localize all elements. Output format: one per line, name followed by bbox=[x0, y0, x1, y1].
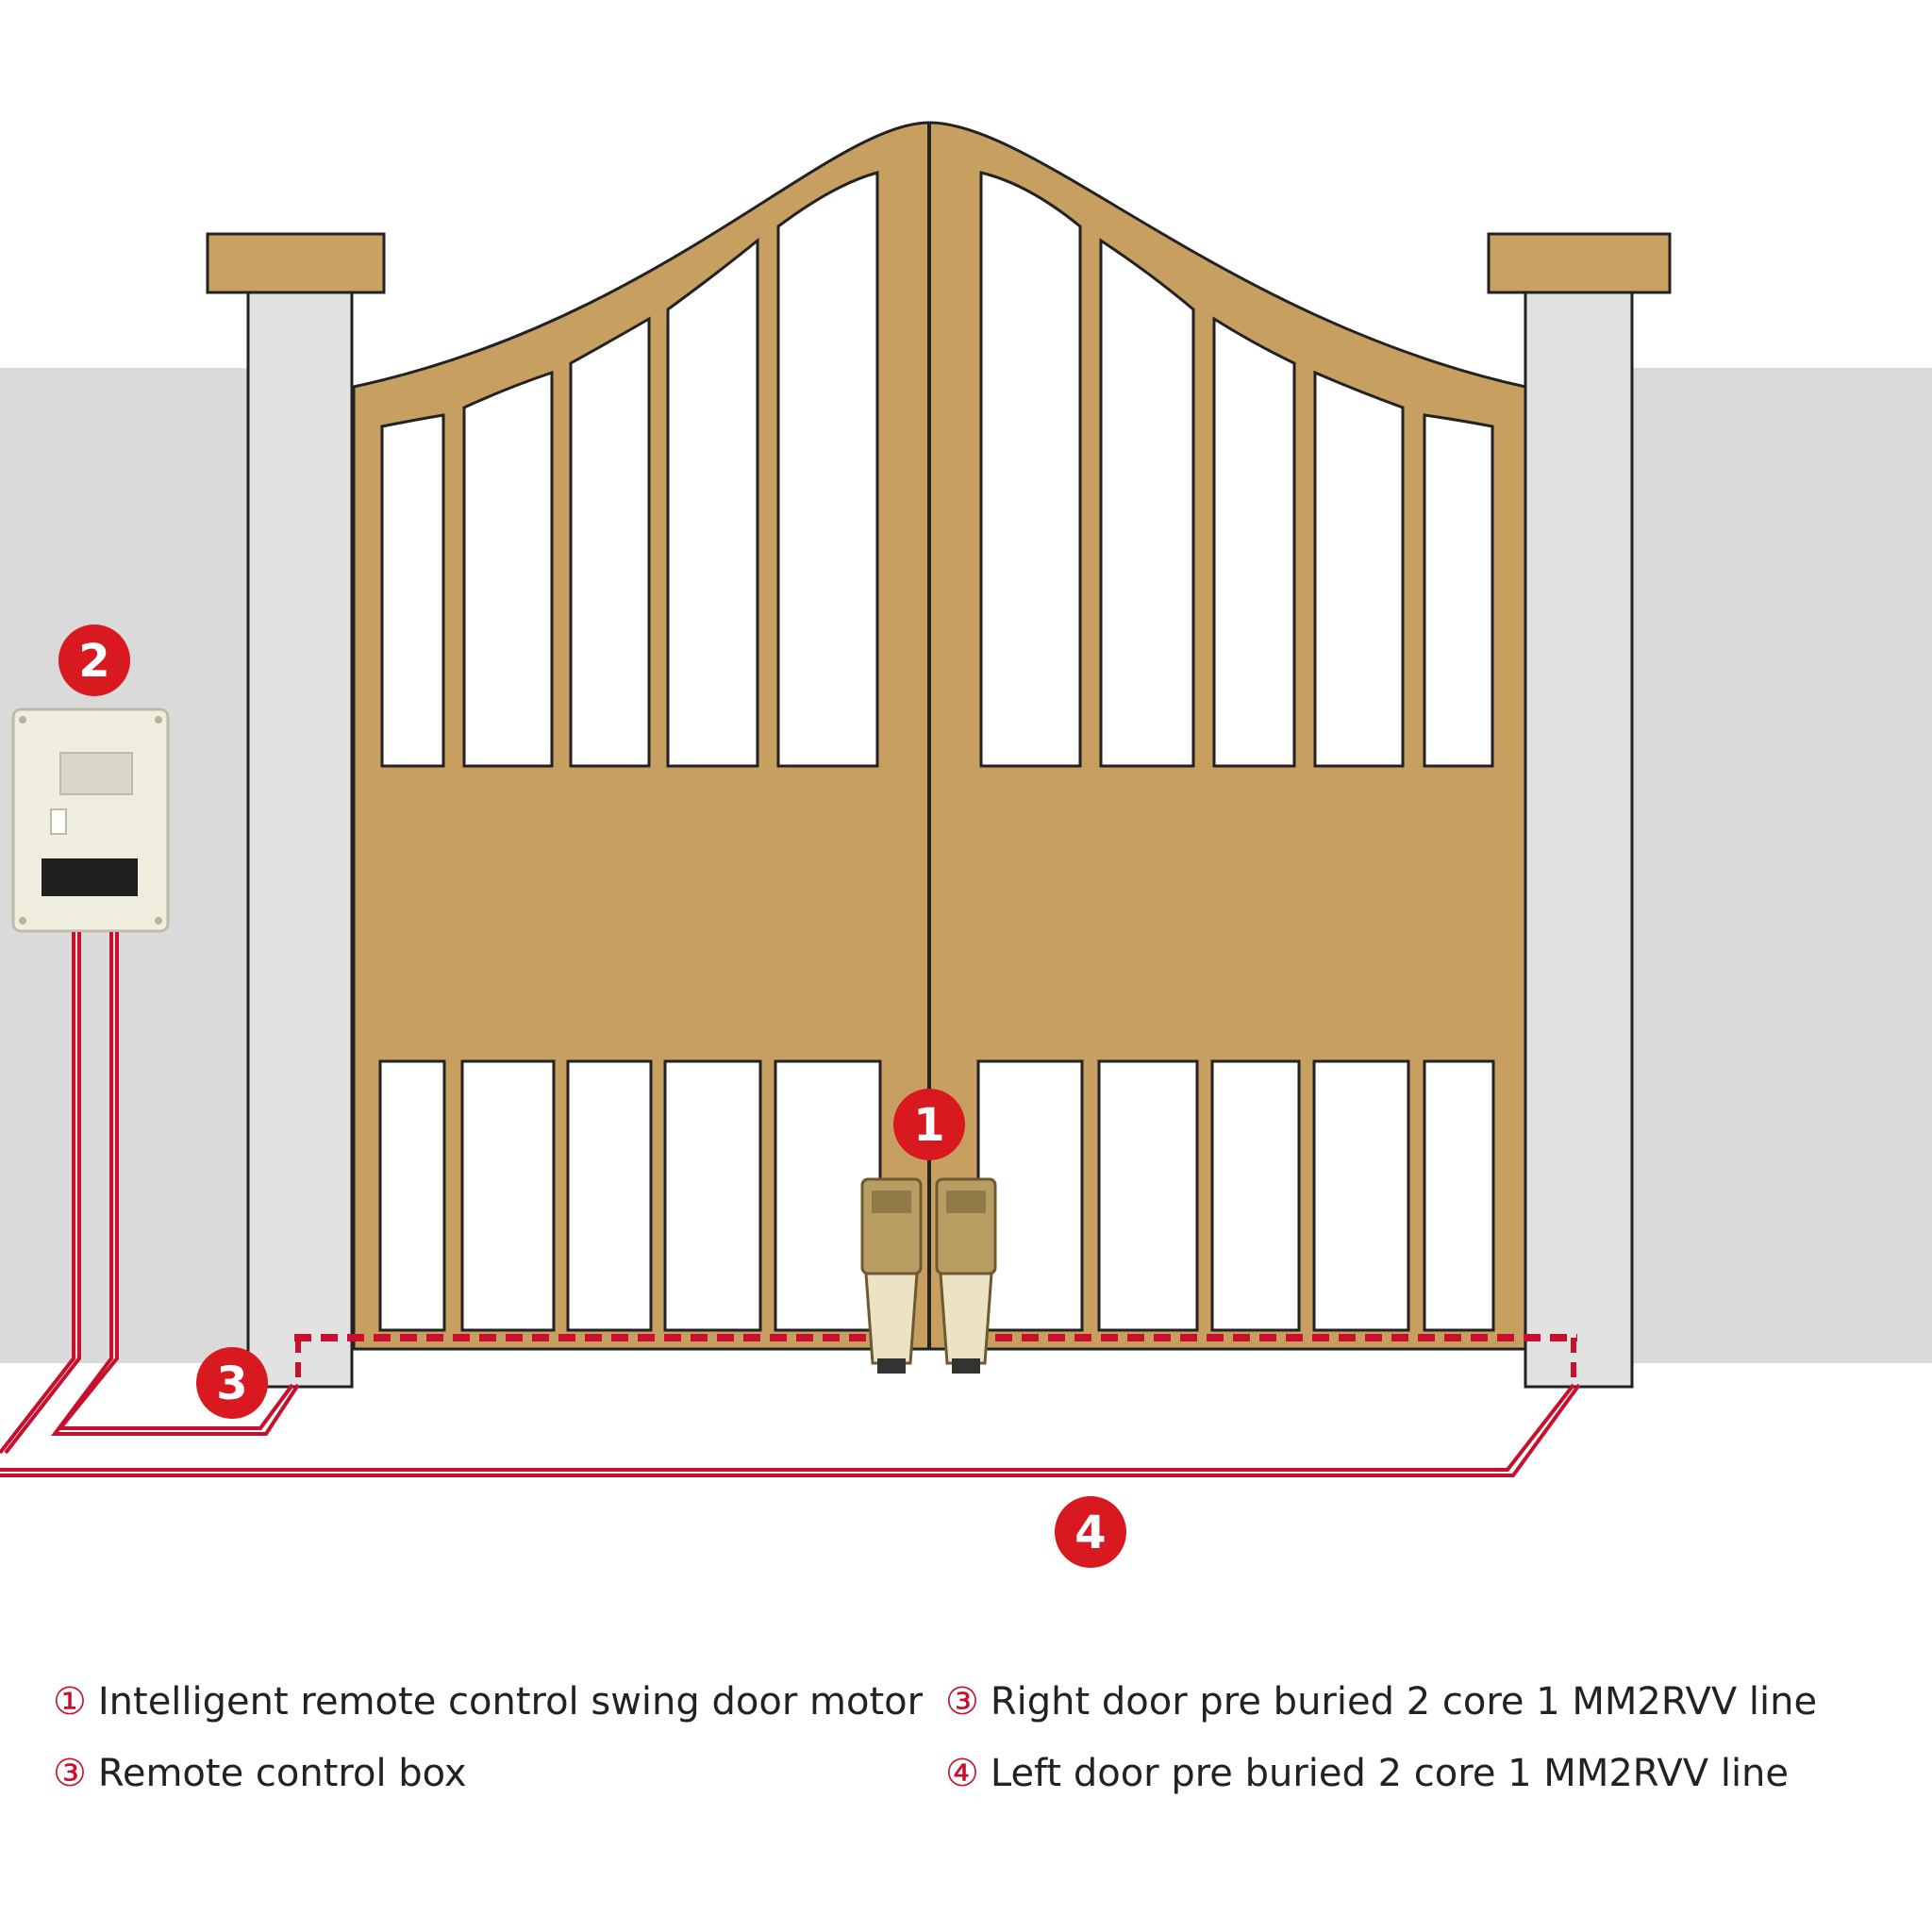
badge-motor: 1 bbox=[893, 1089, 965, 1160]
control-box-wires bbox=[0, 932, 1581, 1477]
legend-label: Right door pre buried 2 core 1 MM2RVV li… bbox=[990, 1680, 1818, 1724]
badge-right-line: 3 bbox=[196, 1347, 268, 1419]
legend-number: ③ bbox=[53, 1752, 87, 1795]
right-lower-panes bbox=[976, 1059, 1495, 1332]
badge-right-line-text: 3 bbox=[216, 1357, 247, 1410]
swing-door-motor-right bbox=[935, 1177, 997, 1374]
remote-control-box bbox=[11, 708, 170, 933]
right-wall bbox=[1632, 368, 1932, 1363]
swing-door-motor-left bbox=[860, 1177, 923, 1374]
badge-left-line-text: 4 bbox=[1074, 1507, 1106, 1559]
right-upper-panes bbox=[979, 171, 1494, 768]
legend-item-left-line: ④ Left door pre buried 2 core 1 MM2RVV li… bbox=[945, 1755, 1789, 1792]
left-pillar bbox=[246, 291, 354, 1389]
legend-label: Left door pre buried 2 core 1 MM2RVV lin… bbox=[990, 1752, 1790, 1795]
badge-motor-text: 1 bbox=[913, 1099, 944, 1152]
legend-label: Intelligent remote control swing door mo… bbox=[97, 1680, 924, 1724]
left-pillar-cap bbox=[206, 232, 386, 294]
legend-label: Remote control box bbox=[97, 1752, 467, 1795]
badge-control-box-text: 2 bbox=[78, 635, 109, 688]
badge-control-box: 2 bbox=[58, 625, 130, 696]
badge-left-line: 4 bbox=[1055, 1496, 1126, 1568]
right-pillar bbox=[1524, 291, 1634, 1389]
legend-number: ④ bbox=[945, 1752, 979, 1795]
left-lower-panes bbox=[378, 1059, 882, 1332]
right-pillar-cap bbox=[1487, 232, 1672, 294]
legend-number: ① bbox=[53, 1680, 87, 1724]
legend-number: ③ bbox=[945, 1680, 979, 1724]
left-upper-panes bbox=[380, 171, 879, 768]
